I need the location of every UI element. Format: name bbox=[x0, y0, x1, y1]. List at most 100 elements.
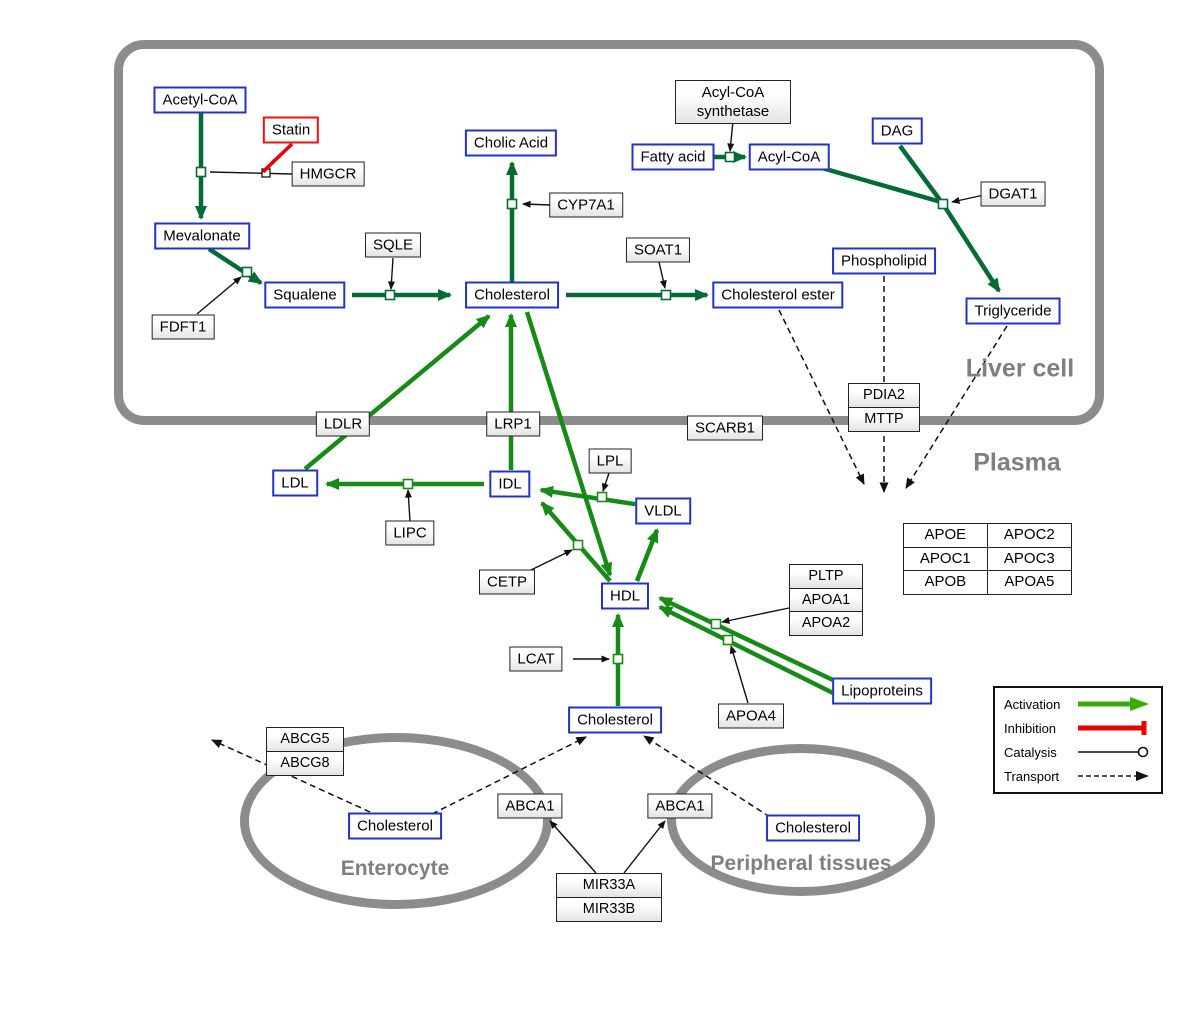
inhibition-tee-icon bbox=[1078, 721, 1147, 735]
reaction-node bbox=[572, 539, 584, 551]
apo-cell-apoc2[interactable]: APOC2 bbox=[986, 523, 1072, 548]
edge-hdl-to-vldl bbox=[634, 528, 660, 582]
enterocyte-membrane bbox=[240, 733, 552, 909]
node-lrp1[interactable]: LRP1 bbox=[486, 411, 540, 437]
node-cholesterol-ester[interactable]: Cholesterol ester bbox=[712, 281, 844, 309]
catalysis-cetp bbox=[530, 549, 573, 571]
reaction-node bbox=[506, 198, 518, 210]
edge-ldl-to-cholesterol bbox=[303, 314, 491, 471]
catalysis-apoa-stack bbox=[721, 607, 790, 624]
transport-cholesterol-ester-to-plasma bbox=[778, 309, 865, 485]
catalysis-lipc bbox=[404, 489, 412, 522]
catalysis-acyl-coa-synthetase bbox=[727, 120, 735, 152]
node-cholesterol-plasma[interactable]: Cholesterol bbox=[568, 706, 662, 734]
reaction-node bbox=[660, 289, 672, 301]
node-hmgcr[interactable]: HMGCR bbox=[291, 161, 365, 187]
catalysis-lpl bbox=[602, 472, 610, 492]
label-enterocyte: Enterocyte bbox=[340, 857, 450, 880]
node-fatty-acid[interactable]: Fatty acid bbox=[631, 143, 715, 171]
node-cholesterol-peripheral[interactable]: Cholesterol bbox=[766, 814, 860, 842]
stack-cell-pdia2[interactable]: PDIA2 bbox=[848, 383, 920, 408]
edge-lipoproteins-to-hdl-upper bbox=[658, 595, 836, 684]
stack-cell-mir33b[interactable]: MIR33B bbox=[556, 896, 662, 922]
node-cyp7a1[interactable]: CYP7A1 bbox=[549, 192, 623, 218]
node-apoa4[interactable]: APOA4 bbox=[717, 703, 785, 729]
edge-cholesterol-to-hdl bbox=[524, 311, 613, 577]
reaction-node bbox=[612, 653, 624, 665]
apo-cell-apoc1[interactable]: APOC1 bbox=[902, 546, 988, 572]
legend-row-catalysis: Catalysis bbox=[1004, 744, 1152, 760]
node-acyl-coa[interactable]: Acyl-CoA bbox=[748, 143, 830, 171]
stack-cell-pltp[interactable]: PLTP bbox=[789, 564, 863, 589]
label-plasma: Plasma bbox=[973, 448, 1061, 477]
node-cholesterol-enterocyte[interactable]: Cholesterol bbox=[348, 812, 442, 840]
edge-lipoproteins-to-hdl-lower bbox=[658, 604, 837, 697]
node-acetyl-coa[interactable]: Acetyl-CoA bbox=[153, 86, 247, 114]
stack-cell-mttp[interactable]: MTTP bbox=[848, 406, 920, 432]
node-cholic-acid[interactable]: Cholic Acid bbox=[464, 129, 558, 157]
node-idl[interactable]: IDL bbox=[489, 470, 531, 498]
transport-triglyceride-to-plasma bbox=[905, 325, 1008, 489]
reaction-node bbox=[402, 478, 414, 490]
edge-acyl-coa-to-dgat-junction bbox=[821, 165, 942, 205]
node-abca1-peripheral[interactable]: ABCA1 bbox=[647, 793, 713, 819]
edge-vldl-to-idl bbox=[539, 485, 642, 508]
apo-cell-apoc3[interactable]: APOC3 bbox=[986, 546, 1072, 572]
label-peripheral-tissues: Peripheral tissues bbox=[710, 852, 892, 875]
catalysis-sqle bbox=[387, 257, 395, 290]
catalysis-circle-icon bbox=[1078, 746, 1149, 758]
transport-peripheral-cholesterol-to-plasma bbox=[643, 735, 771, 818]
legend-row-activation: Activation bbox=[1004, 696, 1152, 712]
legend-row-transport: Transport bbox=[1004, 768, 1152, 784]
node-acyl-coa-synthetase[interactable]: Acyl-CoA synthetase bbox=[675, 80, 791, 124]
node-ldl[interactable]: LDL bbox=[272, 469, 318, 497]
node-soat1[interactable]: SOAT1 bbox=[625, 237, 691, 263]
label-liver-cell: Liver cell bbox=[965, 354, 1075, 383]
activation-arrow-icon bbox=[1078, 697, 1149, 711]
node-scarb1[interactable]: SCARB1 bbox=[686, 415, 764, 441]
edge-dgat-junction-to-triglyceride bbox=[941, 202, 1001, 293]
stack-cell-abcg5[interactable]: ABCG5 bbox=[266, 727, 344, 752]
node-cholesterol-liver[interactable]: Cholesterol bbox=[465, 281, 559, 309]
node-statin[interactable]: Statin bbox=[262, 116, 320, 144]
peripheral-tissues-membrane bbox=[667, 744, 935, 896]
node-squalene[interactable]: Squalene bbox=[264, 281, 346, 309]
catalysis-hmgcr bbox=[209, 171, 293, 175]
node-dgat1[interactable]: DGAT1 bbox=[980, 181, 1046, 207]
node-lpl[interactable]: LPL bbox=[588, 448, 632, 474]
catalysis-cyp7a1 bbox=[522, 200, 552, 208]
transport-cholesterol-abcg-export bbox=[211, 739, 371, 813]
node-phospholipid[interactable]: Phospholipid bbox=[832, 247, 936, 275]
node-lipoproteins[interactable]: Lipoproteins bbox=[832, 677, 932, 705]
reaction-node bbox=[195, 166, 207, 178]
legend-label-inhibition: Inhibition bbox=[1004, 720, 1057, 736]
node-lcat[interactable]: LCAT bbox=[509, 646, 563, 672]
node-mevalonate[interactable]: Mevalonate bbox=[154, 222, 250, 250]
stack-cell-apoa2[interactable]: APOA2 bbox=[789, 611, 863, 637]
transport-enterocyte-cholesterol-to-plasma bbox=[431, 736, 587, 815]
node-lipc[interactable]: LIPC bbox=[385, 520, 435, 546]
regulation-mir33-abca1-left bbox=[549, 820, 597, 874]
stack-cell-abcg8[interactable]: ABCG8 bbox=[266, 750, 344, 776]
reaction-node bbox=[710, 618, 722, 630]
node-sqle[interactable]: SQLE bbox=[364, 232, 422, 258]
stack-cell-mir33a[interactable]: MIR33A bbox=[556, 873, 662, 898]
node-dag[interactable]: DAG bbox=[871, 117, 923, 145]
apo-cell-apob[interactable]: APOB bbox=[902, 570, 988, 596]
legend-label-activation: Activation bbox=[1004, 696, 1061, 712]
node-triglyceride[interactable]: Triglyceride bbox=[965, 297, 1061, 325]
node-fdft1[interactable]: FDFT1 bbox=[151, 314, 215, 340]
stack-cell-apoa1[interactable]: APOA1 bbox=[789, 587, 863, 613]
reaction-node bbox=[722, 634, 734, 646]
apo-cell-apoa5[interactable]: APOA5 bbox=[986, 570, 1072, 596]
node-vldl[interactable]: VLDL bbox=[635, 497, 691, 525]
node-cetp[interactable]: CETP bbox=[478, 569, 536, 595]
node-hdl[interactable]: HDL bbox=[600, 582, 650, 610]
node-abca1-enterocyte[interactable]: ABCA1 bbox=[497, 793, 563, 819]
node-ldlr[interactable]: LDLR bbox=[315, 411, 371, 437]
apo-cell-apoe[interactable]: APOE bbox=[902, 523, 988, 548]
